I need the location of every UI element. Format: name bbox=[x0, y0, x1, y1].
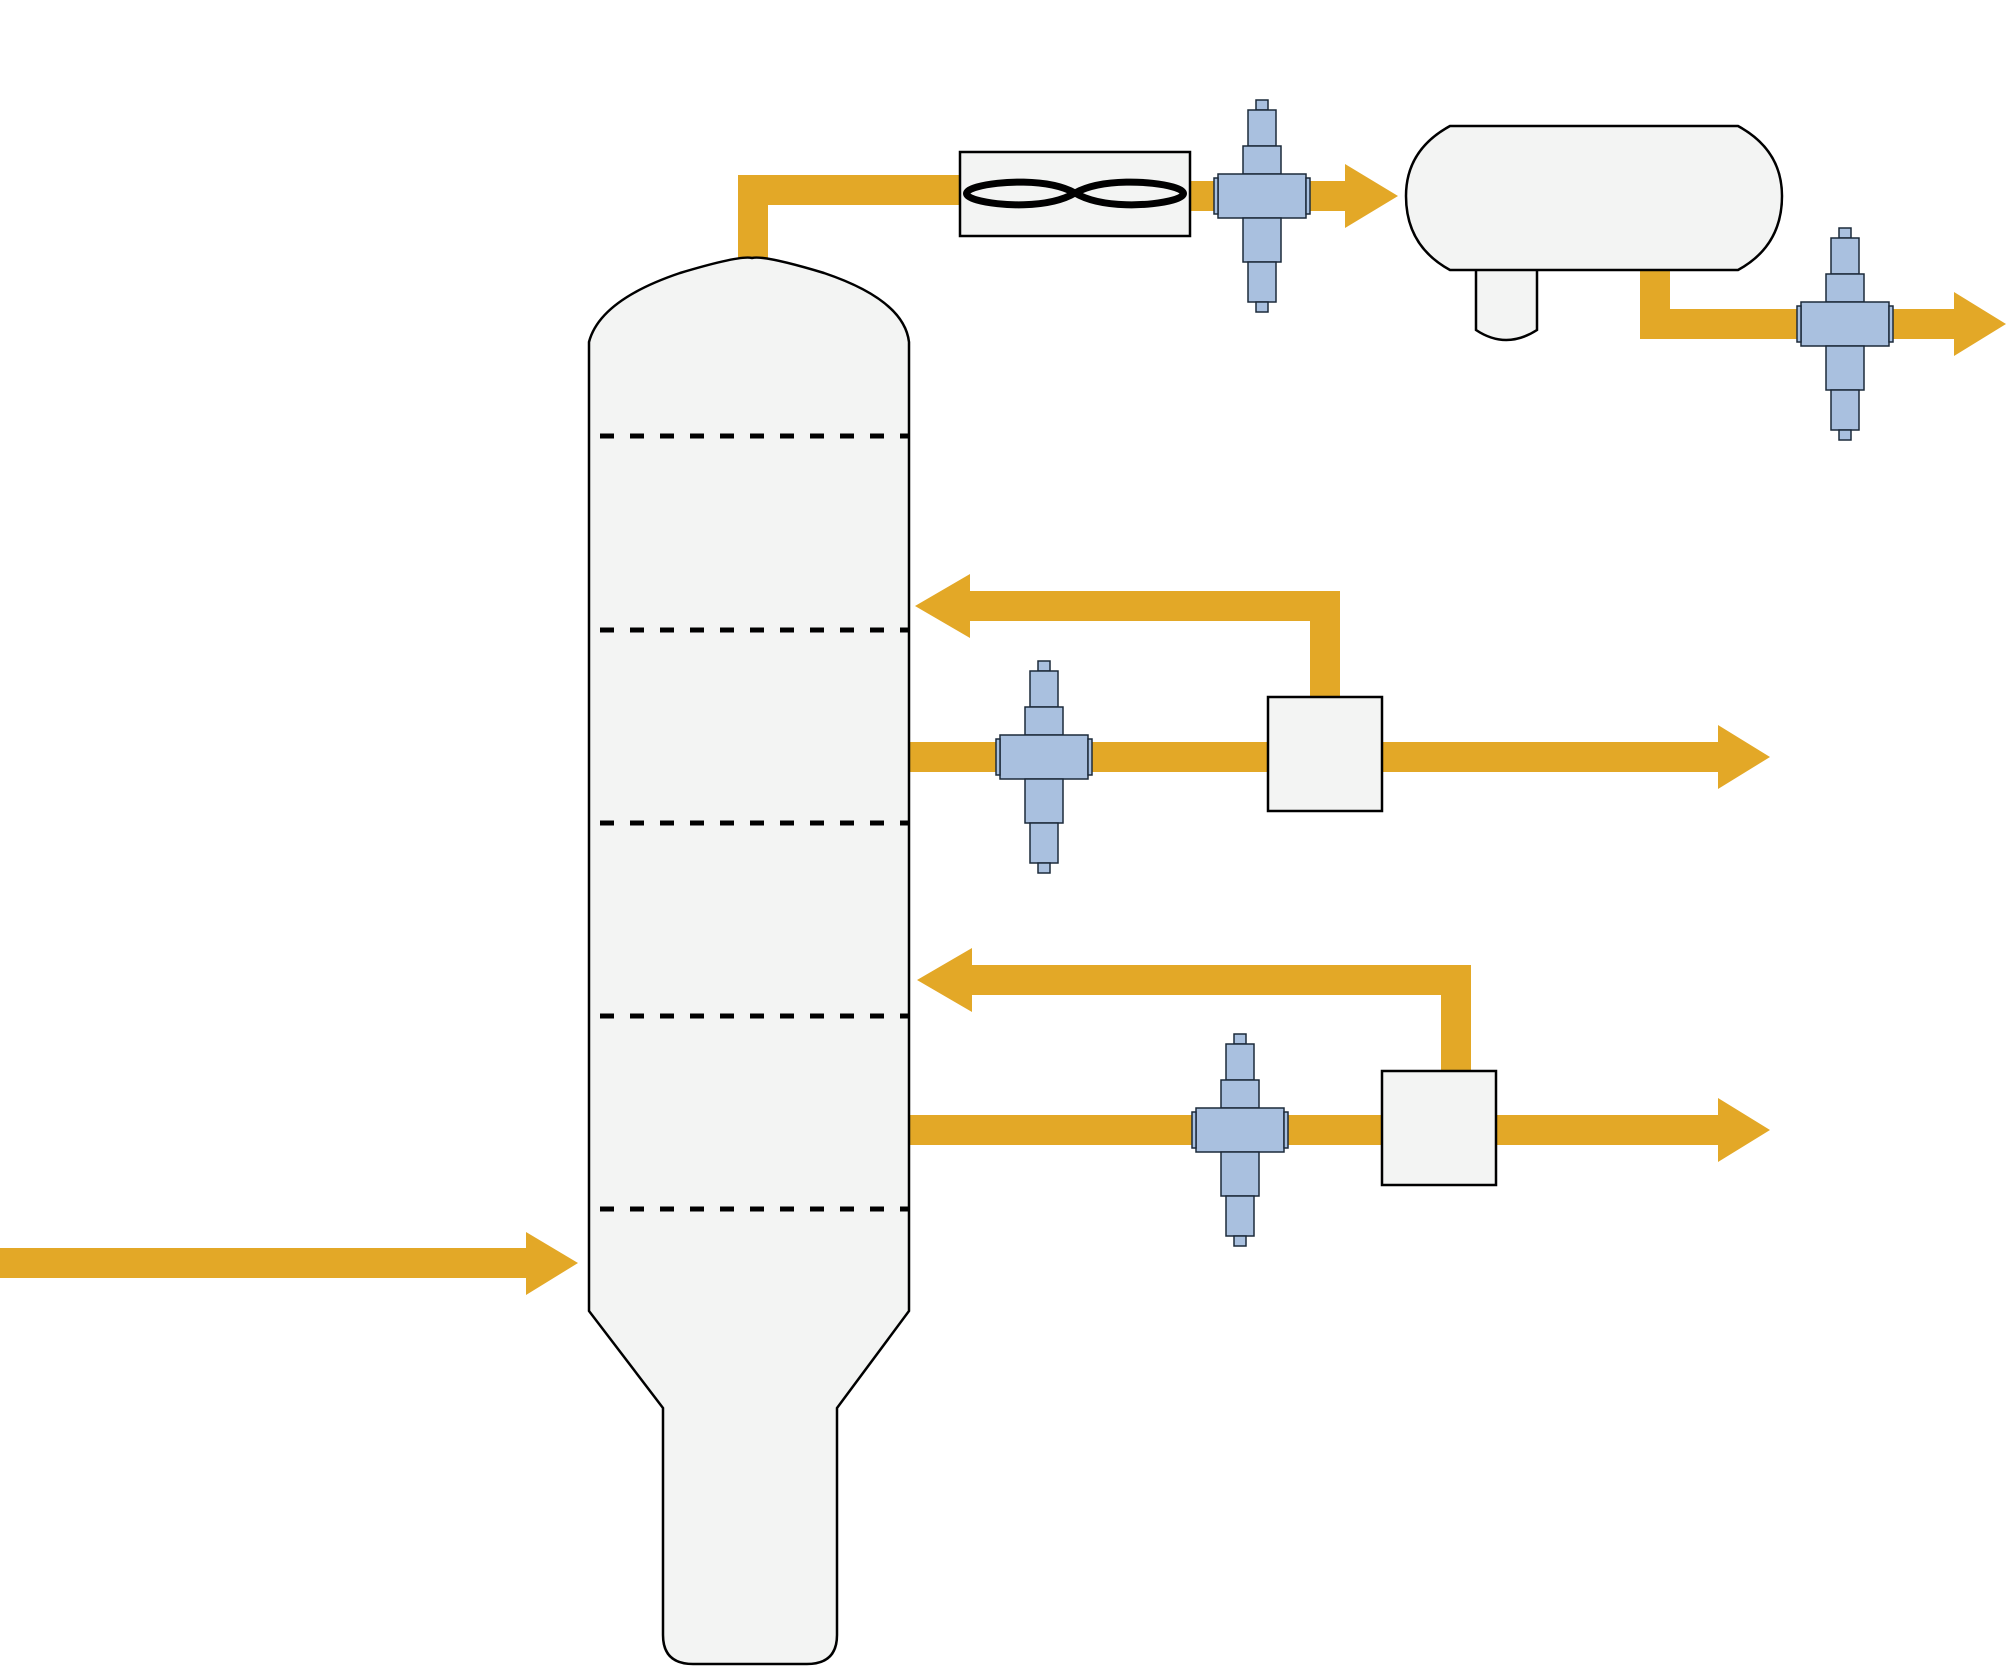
inline-flow-transmitter-icon bbox=[1213, 99, 1311, 313]
overhead-vapor-line bbox=[738, 175, 962, 258]
drum-vessel bbox=[1404, 124, 1784, 272]
fan-blades bbox=[963, 178, 1187, 209]
distillation-column-icon bbox=[587, 256, 911, 1666]
flow-arrows bbox=[526, 164, 2006, 1295]
drum-boot-icon bbox=[1474, 270, 1539, 342]
pipe-network bbox=[0, 175, 1954, 1278]
flow-arrow-icon bbox=[917, 948, 972, 1012]
flow-arrow-icon bbox=[1718, 725, 1770, 789]
inline-flow-transmitter-icon bbox=[995, 660, 1093, 874]
flow-arrow-icon bbox=[1345, 164, 1398, 228]
lower-pumparound-return-line bbox=[972, 965, 1471, 1071]
upper-pumparound-return-line bbox=[970, 591, 1340, 697]
flow-arrow-icon bbox=[915, 574, 970, 638]
side-stripper-box-icon bbox=[1380, 1069, 1498, 1187]
flow-arrow-icon bbox=[526, 1232, 578, 1295]
air-cooler-fan-icon bbox=[958, 150, 1192, 238]
inline-flow-transmitter-icon bbox=[1191, 1033, 1289, 1247]
flow-arrow-icon bbox=[1718, 1098, 1770, 1162]
column-shell bbox=[587, 256, 911, 1666]
inline-flow-transmitter-icon bbox=[1796, 227, 1894, 441]
reflux-drum-icon bbox=[1404, 124, 1784, 342]
flow-arrow-icon bbox=[1954, 292, 2006, 356]
side-stripper-box-icon bbox=[1266, 695, 1384, 813]
